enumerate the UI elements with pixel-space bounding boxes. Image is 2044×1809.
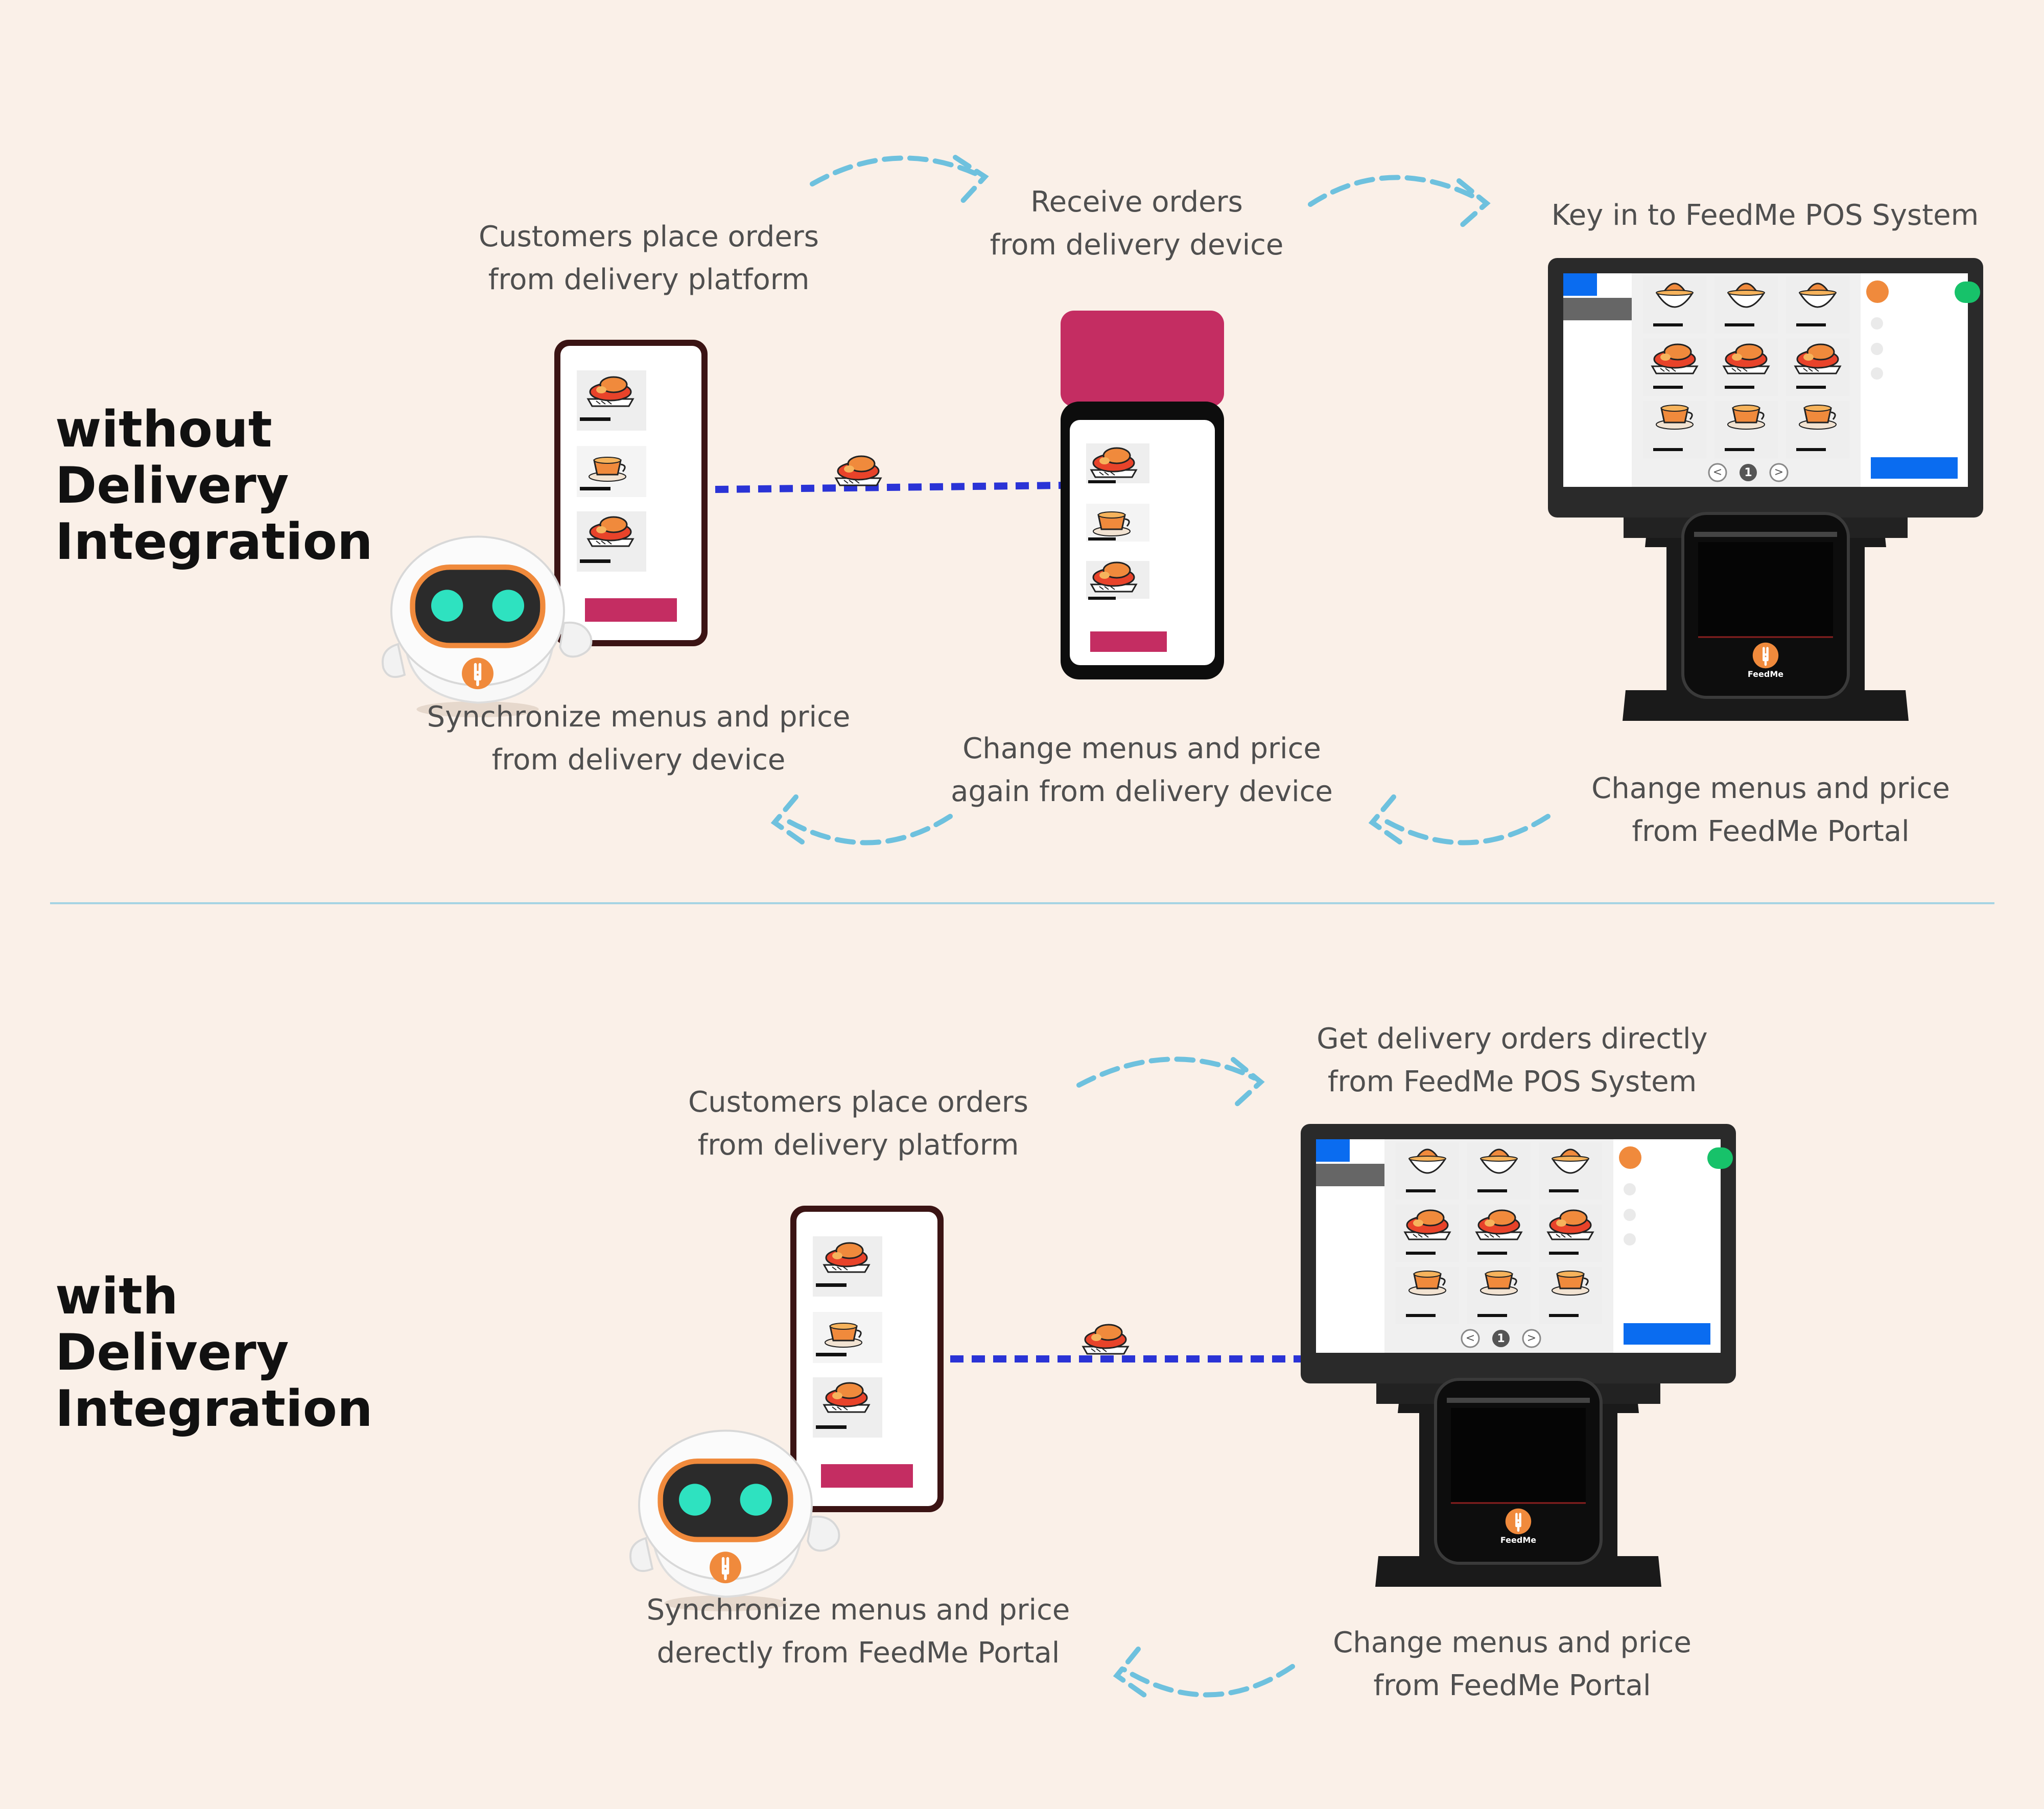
bottom-pos-brand: FeedMe [1500,1535,1536,1545]
caption-change-portal: Change menus and price from FeedMe Porta… [1591,772,1950,848]
bottom-pos-terminal [1301,1124,1736,1587]
top-pos-terminal [1548,258,1983,721]
bottom-pos-page-next: > [1527,1332,1536,1345]
arrow-back-to-sync [770,794,953,845]
connector-phone-to-device [715,482,1063,493]
top-pos-page: 1 [1744,466,1752,479]
top-section-heading: without Delivery Integration [55,401,373,571]
caption-sync-menus: Synchronize menus and price from deliver… [427,700,851,777]
arrow-back-from-portal [1368,794,1550,845]
delivery-device [1061,311,1224,679]
caption-change-portal-bottom: Change menus and price from FeedMe Porta… [1333,1626,1691,1702]
bottom-pos-page-prev: < [1466,1332,1475,1345]
bottom-section-heading: with Delivery Integration [55,1267,373,1438]
top-pos-page-next: > [1774,466,1783,479]
top-pos-page-prev: < [1713,466,1722,479]
bottom-delivery-platform-phone [790,1206,944,1512]
caption-key-in: Key in to FeedMe POS System [1551,199,1979,232]
arrow-to-get-orders [1076,1056,1265,1108]
arrow-back-to-sync-bottom [1113,1647,1295,1698]
bottom-flow-arrows [1076,1056,1295,1698]
top-flow-arrows [770,155,1550,845]
caption-receive-orders: Receive orders from delivery device [990,185,1284,262]
caption-place-orders: Customers place orders from delivery pla… [479,220,819,296]
caption-get-orders: Get delivery orders directly from FeedMe… [1317,1022,1708,1098]
arrow-to-receive-orders [810,155,989,205]
bottom-pos-page: 1 [1497,1332,1505,1345]
caption-place-orders-bottom: Customers place orders from delivery pla… [688,1086,1028,1162]
top-pos-brand: FeedMe [1748,669,1783,679]
top-delivery-platform-phone [554,340,708,646]
caption-change-again: Change menus and price again from delive… [951,732,1333,808]
food-order-icon-bottom [1082,1324,1129,1355]
caption-sync-menus-bottom: Synchronize menus and price derectly fro… [646,1593,1070,1670]
food-order-icon [835,455,882,486]
arrow-to-key-in [1308,175,1491,229]
